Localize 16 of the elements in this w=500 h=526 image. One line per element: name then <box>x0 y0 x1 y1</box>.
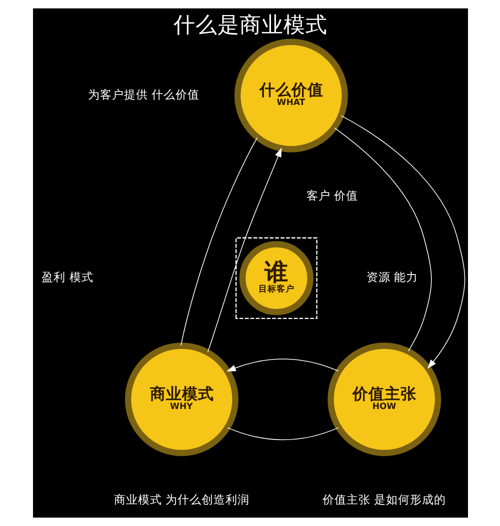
diagram-title: 什么是商业模式 <box>173 12 327 38</box>
label: 盈利 模式 <box>41 270 93 284</box>
node-circle: 谁 目标客户 <box>238 241 313 316</box>
label: 客户 价值 <box>306 188 358 202</box>
arrow <box>226 358 338 372</box>
node-circle: 什么价值 WHAT <box>234 38 348 152</box>
node-label: 商业模式 为什么创造利润 <box>113 492 250 506</box>
node-circle: 价值主张 HOW <box>327 342 441 456</box>
connector <box>180 137 258 346</box>
arrow <box>206 148 282 352</box>
connector <box>334 128 432 352</box>
connector <box>226 427 338 440</box>
label: 资源 能力 <box>366 270 418 284</box>
arrow <box>340 115 465 369</box>
node-label: 为客户提供 什么价值 <box>87 87 200 102</box>
node-label: 价值主张 是如何形成的 <box>322 492 446 506</box>
